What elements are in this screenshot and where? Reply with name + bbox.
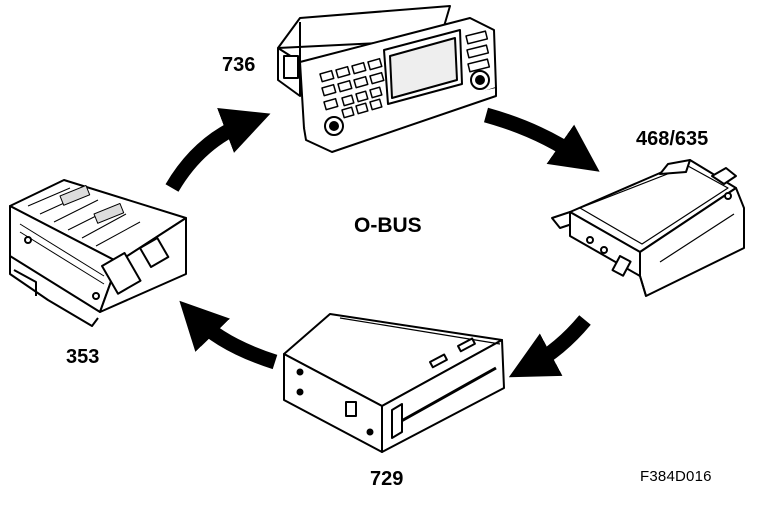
unit-label-353: 353: [66, 346, 100, 368]
unit-label-468-635: 468/635: [636, 128, 709, 150]
arrow-736-to-468: [483, 107, 600, 172]
arrow-353-to-736: [165, 107, 271, 192]
tray-module-icon: [551, 159, 745, 297]
bus-label: O-BUS: [354, 214, 422, 237]
cd-changer-icon: [283, 313, 505, 453]
unit-label-736: 736: [222, 54, 256, 76]
flow-arrows: [165, 107, 600, 378]
amplifier-module-icon: [9, 179, 187, 327]
figure-code: F384D016: [640, 468, 712, 485]
unit-label-729: 729: [370, 468, 404, 490]
arrow-468-to-729: [508, 315, 591, 378]
arrow-729-to-353: [179, 300, 278, 370]
radio-head-unit-icon: [277, 5, 497, 153]
